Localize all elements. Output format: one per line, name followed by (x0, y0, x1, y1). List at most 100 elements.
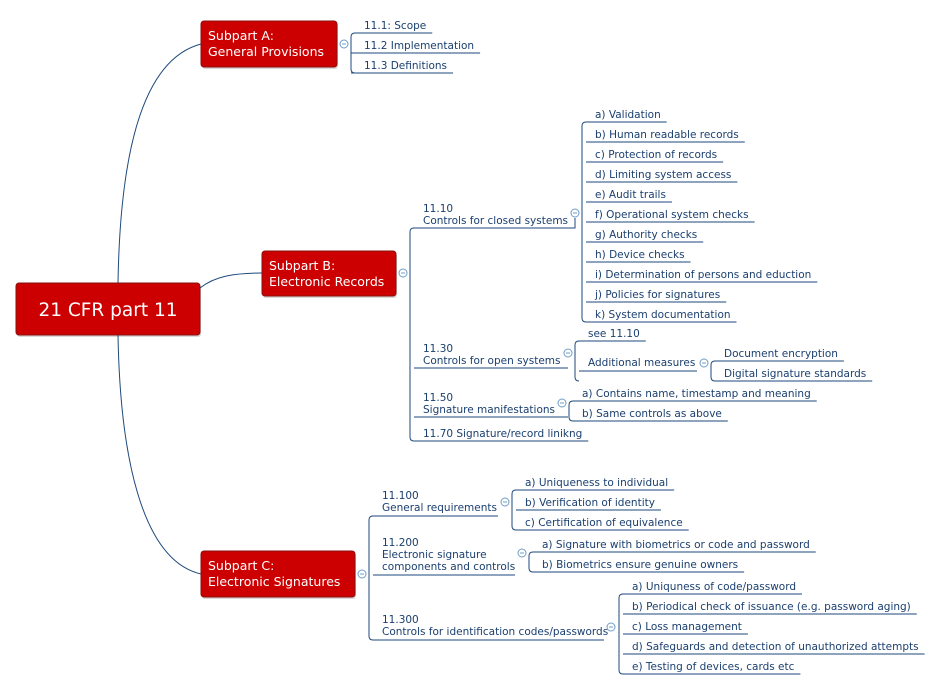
section-s1150-label-line: 11.50 (423, 392, 453, 404)
item-additional-0-line: Document encryption (724, 348, 838, 360)
section-s1130-collapse-button[interactable] (563, 348, 573, 358)
subpart-c-title: Subpart C:Electronic Signatures (208, 558, 340, 589)
section-s1130-label-line: 11.30 (423, 343, 453, 355)
item-s1110-7: h) Device checks (595, 249, 685, 261)
item-s1110-4-line: e) Audit trails (595, 189, 666, 201)
item-additional-1-line: Digital signature standards (724, 368, 866, 380)
subpart-title-line: Subpart C: (208, 558, 274, 573)
connector-root-subpart-a (117, 43, 202, 284)
connector-s1110 (568, 218, 576, 229)
subpart-title-line: Subpart A: (208, 28, 274, 43)
section-s1170-label-line: 11.70 Signature/record linikng (423, 428, 582, 440)
section-impl-label: 11.2 Implementation (364, 40, 474, 52)
item-s11300-3-line: d) Safeguards and detection of unauthori… (632, 641, 919, 653)
subpart-b-node-box (261, 250, 397, 297)
item-s1110-10: k) System documentation (595, 309, 731, 321)
item-s1110-3-line: d) Limiting system access (595, 169, 731, 181)
section-s1150-label-line: Signature manifestations (423, 404, 555, 416)
item-s1130-0: see 11.10 (588, 328, 640, 340)
root-node-box (15, 282, 201, 336)
item-s1110-4: e) Audit trails (595, 189, 666, 201)
item-s11100-0: a) Uniqueness to individual (525, 477, 668, 489)
section-s1150-collapse-button[interactable] (557, 398, 567, 408)
item-s1110-8-line: i) Determination of persons and eduction (595, 269, 811, 281)
item-s1110-3: d) Limiting system access (595, 169, 731, 181)
section-s1110-collapse-button[interactable] (570, 208, 580, 218)
subpart-title-line: Subpart B: (269, 258, 335, 273)
subpart-a-node[interactable]: Subpart A:General Provisions (200, 20, 338, 69)
item-s11200-0-line: a) Signature with biometrics or code and… (542, 539, 810, 551)
item-s1110-0-line: a) Validation (595, 109, 661, 121)
item-s1150-1: b) Same controls as above (582, 408, 722, 420)
section-s11200-label-line: Electronic signature (382, 549, 487, 561)
section-s11200-bracket (528, 551, 534, 573)
section-s11100-collapse-button[interactable] (500, 497, 510, 507)
item-s1110-5-line: f) Operational system checks (595, 209, 749, 221)
item-s11300-4-line: e) Testing of devices, cards etc (632, 661, 795, 673)
subpart-title-line: General Provisions (208, 44, 324, 59)
section-s11100-label-line: General requirements (382, 502, 497, 514)
section-defs-label: 11.3 Definitions (364, 60, 447, 72)
subpart-b-title: Subpart B:Electronic Records (269, 258, 384, 289)
item-s1110-1-line: b) Human readable records (595, 129, 739, 141)
section-s1150-bracket (568, 400, 574, 422)
item-s1130-1-line: Additional measures (588, 357, 695, 369)
item-additional-1: Digital signature standards (724, 368, 866, 380)
item-s1110-1: b) Human readable records (595, 129, 739, 141)
item-s1110-0: a) Validation (595, 109, 661, 121)
section-s1110-bracket (581, 121, 587, 323)
section-scope-label: 11.1: Scope (364, 20, 426, 32)
item-s1110-7-line: h) Device checks (595, 249, 685, 261)
additional-measures-collapse-button[interactable] (699, 358, 709, 368)
item-s11300-3: d) Safeguards and detection of unauthori… (632, 641, 919, 653)
item-s11200-1: b) Biometrics ensure genuine owners (542, 559, 738, 571)
item-s11100-1-line: b) Verification of identity (525, 497, 655, 509)
item-s1150-0-line: a) Contains name, timestamp and meaning (582, 388, 811, 400)
additional-measures-bracket (710, 360, 716, 382)
subpart-b-node[interactable]: Subpart B:Electronic Records (261, 250, 397, 298)
item-s1130-1: Additional measures (588, 357, 695, 369)
section-scope-label-line: 11.1: Scope (364, 20, 426, 32)
section-s11100-label-line: 11.100 (382, 490, 419, 502)
subpart-title-line: Electronic Signatures (208, 574, 340, 589)
section-s11200-label-line: 11.200 (382, 537, 419, 549)
section-s11300-bracket (618, 593, 624, 675)
section-s1110-label-line: 11.10 (423, 203, 453, 215)
section-s1170-label: 11.70 Signature/record linikng (423, 428, 582, 440)
subpart-title-line: Electronic Records (269, 274, 384, 289)
item-s11100-0-line: a) Uniqueness to individual (525, 477, 668, 489)
item-s1110-6-line: g) Authority checks (595, 229, 697, 241)
item-s11300-0: a) Uniquness of code/password (632, 581, 796, 593)
section-s11300-label-line: Controls for identification codes/passwo… (382, 626, 608, 638)
subpart-a-node-box (200, 20, 338, 68)
item-s1110-2-line: c) Protection of records (595, 149, 717, 161)
connector-root-subpart-b (199, 272, 263, 289)
item-s11300-1: b) Periodical check of issuance (e.g. pa… (632, 601, 911, 613)
item-s11100-1: b) Verification of identity (525, 497, 655, 509)
item-s11300-2-line: c) Loss management (632, 621, 742, 633)
item-s1150-0: a) Contains name, timestamp and meaning (582, 388, 811, 400)
section-s11100-bracket (511, 489, 517, 531)
subpart-c-collapse-button[interactable] (357, 569, 367, 579)
root-node[interactable]: 21 CFR part 11 (15, 282, 201, 337)
item-s1110-6: g) Authority checks (595, 229, 697, 241)
subpart-a-collapse-button[interactable] (339, 39, 349, 49)
section-s11200-collapse-button[interactable] (517, 548, 527, 558)
subpart-b-collapse-button[interactable] (398, 268, 408, 278)
item-s1110-8: i) Determination of persons and eduction (595, 269, 811, 281)
item-s1110-2: c) Protection of records (595, 149, 717, 161)
item-s1110-9-line: j) Policies for signatures (594, 289, 720, 301)
subpart-b-bracket (409, 227, 415, 442)
section-s11300-label-line: 11.300 (382, 614, 419, 626)
item-s1110-9: j) Policies for signatures (594, 289, 720, 301)
item-s1110-5: f) Operational system checks (595, 209, 749, 221)
section-s11300-collapse-button[interactable] (606, 622, 616, 632)
subpart-c-node-box (200, 550, 356, 598)
subpart-c-node[interactable]: Subpart C:Electronic Signatures (200, 550, 356, 599)
section-s1110-label-line: Controls for closed systems (423, 215, 568, 227)
section-impl-label-line: 11.2 Implementation (364, 40, 474, 52)
